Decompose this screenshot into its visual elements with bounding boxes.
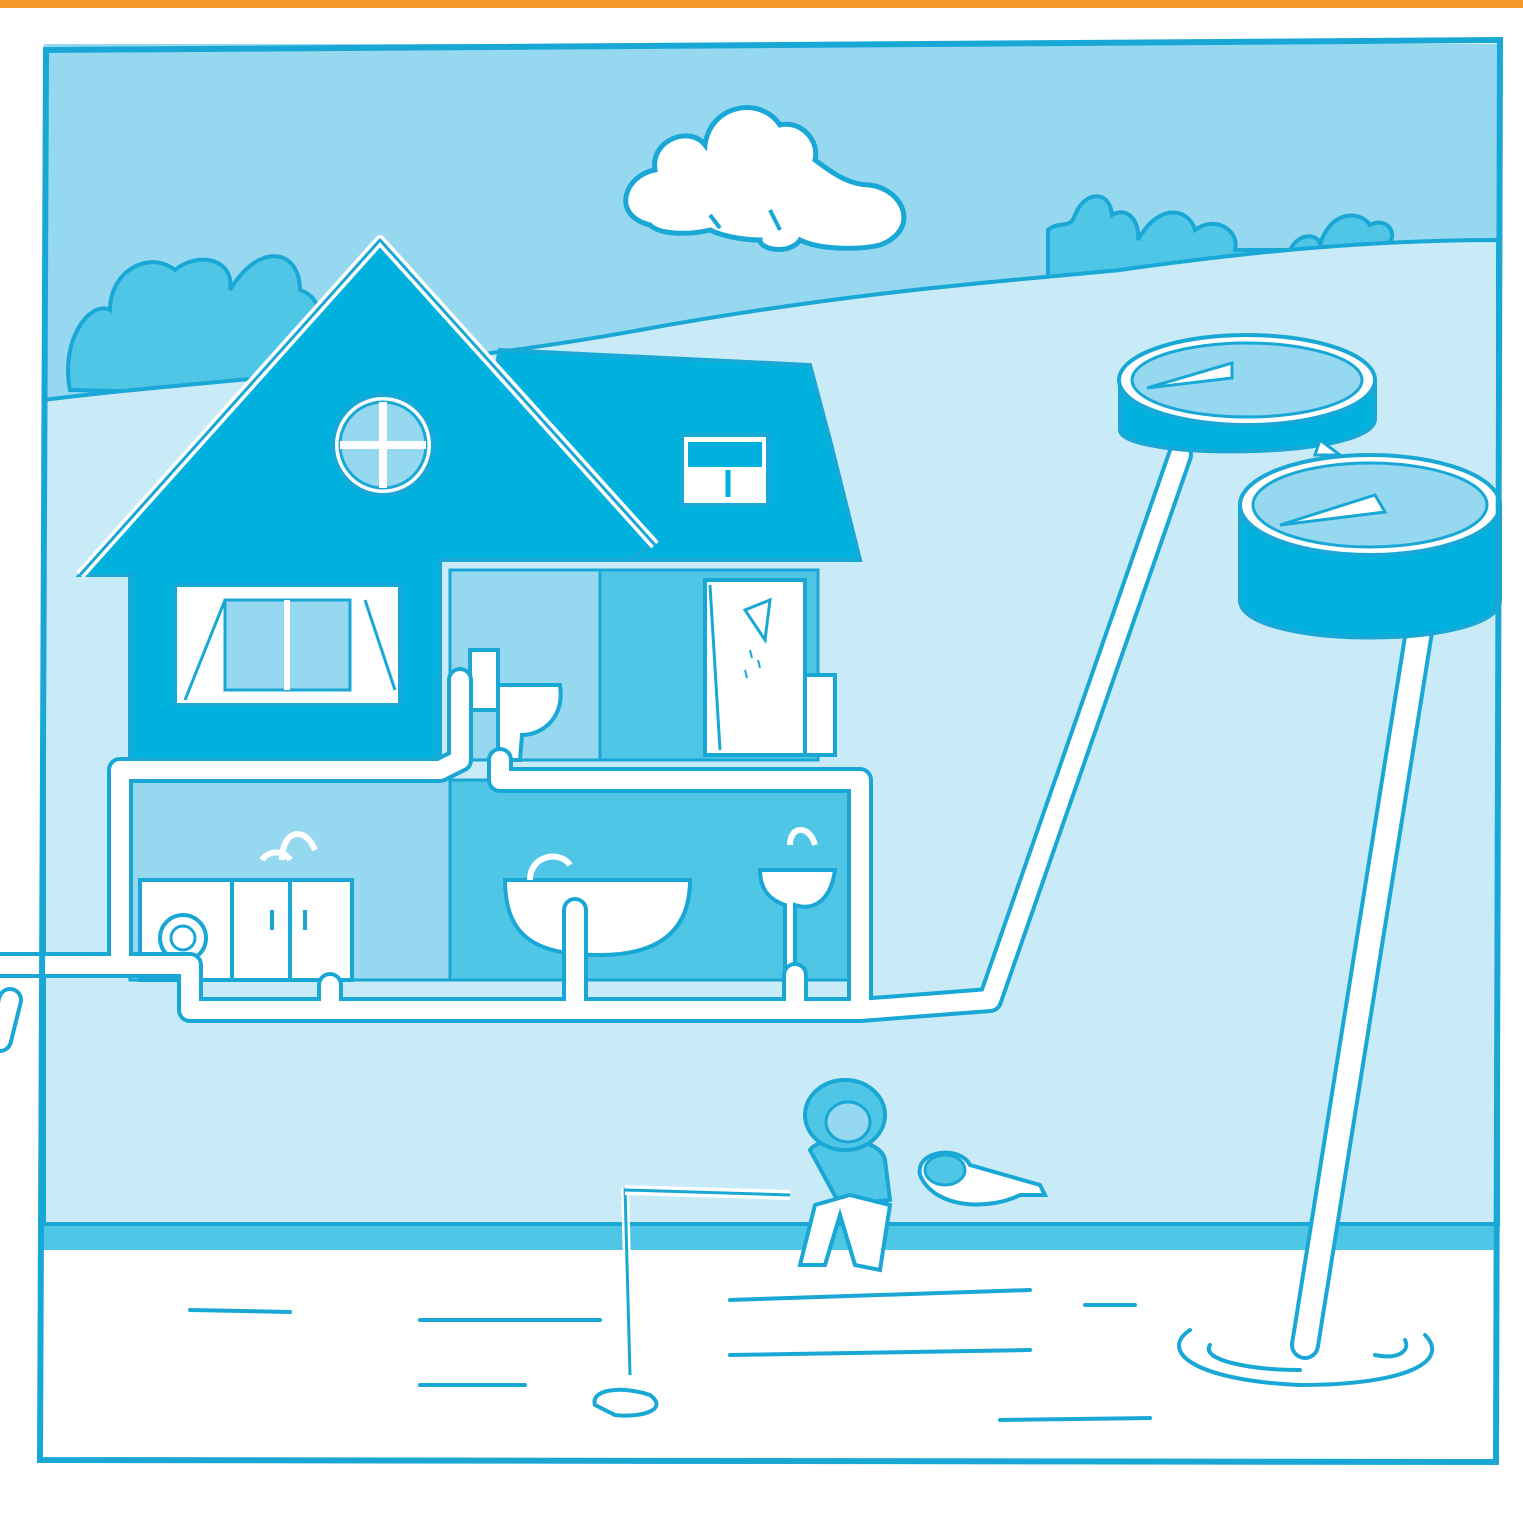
- treatment-tank-icon: [1119, 335, 1375, 451]
- river: [40, 1224, 1498, 1460]
- water-band: [40, 1224, 1498, 1250]
- kitchen-cabinet: [232, 880, 352, 980]
- treatment-tank-icon-2: [1240, 440, 1500, 638]
